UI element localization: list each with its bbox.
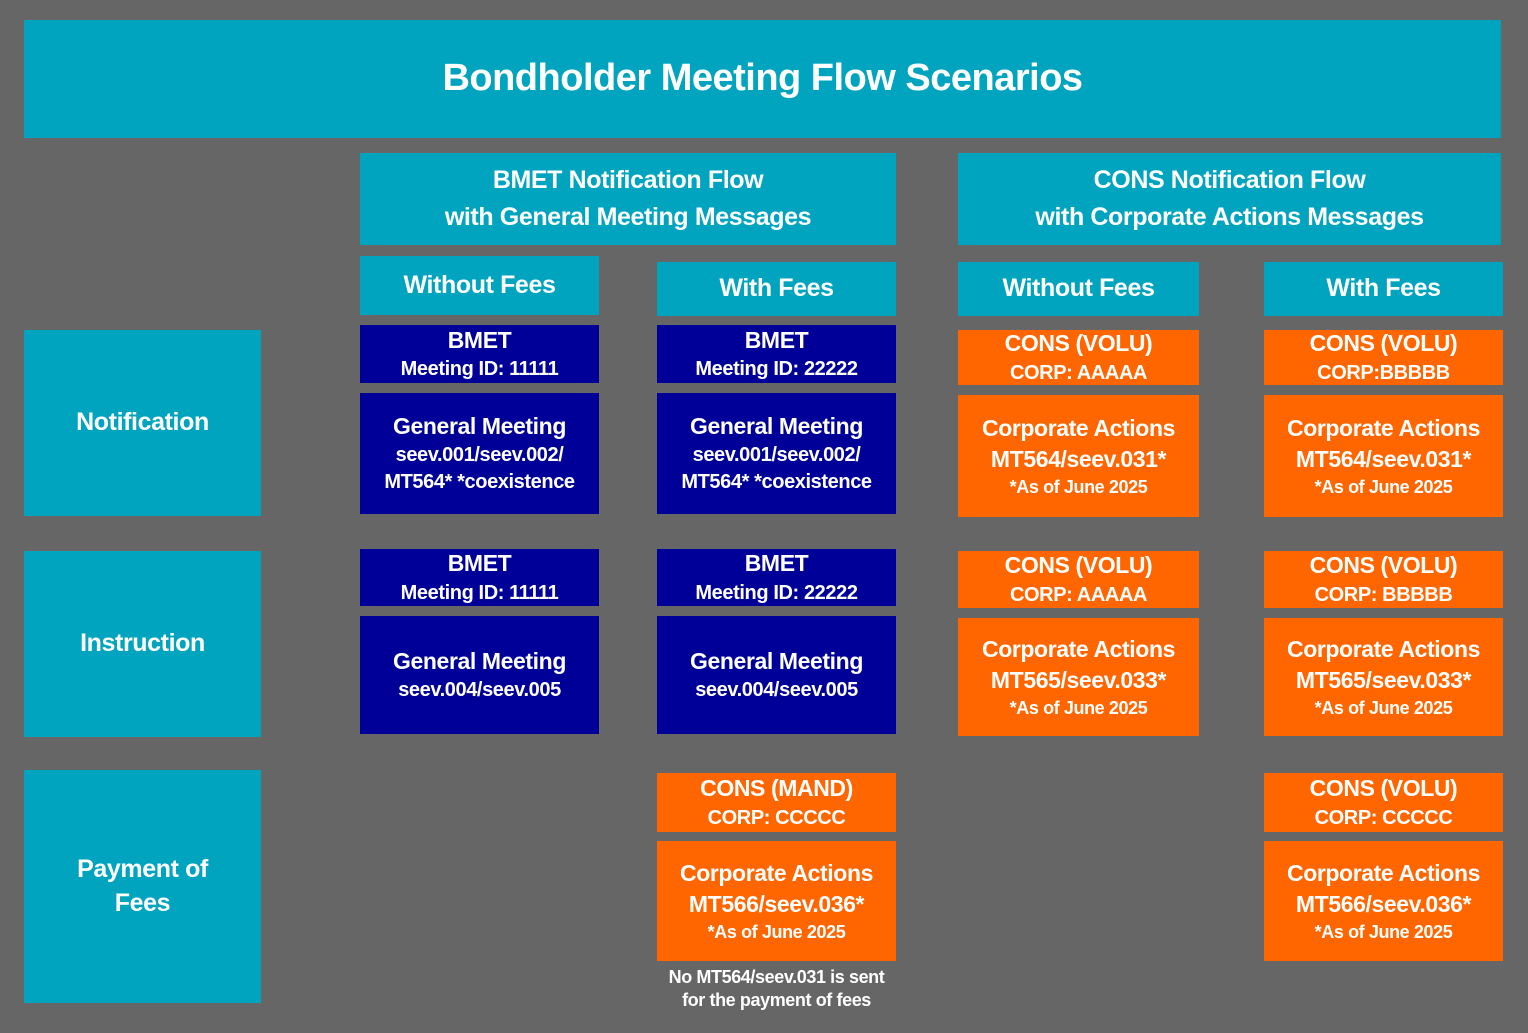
box-line: CONS (VOLU) bbox=[1309, 330, 1458, 357]
box-line: Corporate Actions bbox=[982, 414, 1175, 441]
column-header-label: Without Fees bbox=[1002, 274, 1155, 303]
box-notification-cons-without-fees-header: CONS (VOLU) CORP: AAAAA bbox=[958, 330, 1199, 385]
group-header-bmet-line2: with General Meeting Messages bbox=[444, 203, 812, 231]
group-header-cons-line1: CONS Notification Flow bbox=[1093, 165, 1366, 194]
box-payment-bmet-with-fees-detail: Corporate Actions MT566/seev.036* *As of… bbox=[657, 841, 896, 961]
box-line: General Meeting bbox=[393, 412, 566, 439]
box-line: Corporate Actions bbox=[1287, 414, 1480, 441]
box-line: seev.001/seev.002/ bbox=[395, 444, 564, 467]
box-payment-bmet-with-fees-header: CONS (MAND) CORP: CCCCC bbox=[657, 773, 896, 832]
box-line: CONS (VOLU) bbox=[1309, 552, 1458, 579]
box-line: seev.001/seev.002/ bbox=[692, 444, 861, 467]
box-line: Corporate Actions bbox=[1287, 635, 1480, 662]
box-line: BMET bbox=[744, 550, 809, 577]
payment-footnote: No MT564/seev.031 is sent for the paymen… bbox=[652, 966, 901, 1013]
box-line: BMET bbox=[447, 326, 512, 353]
column-header-label: Without Fees bbox=[403, 270, 556, 299]
column-header-label: With Fees bbox=[719, 274, 834, 303]
box-notification-bmet-without-fees-header: BMET Meeting ID: 11111 bbox=[360, 325, 599, 383]
box-line: CORP: BBBBB bbox=[1314, 583, 1453, 606]
box-line: CORP: CCCCC bbox=[1314, 806, 1453, 829]
box-notification-bmet-with-fees-detail: General Meeting seev.001/seev.002/ MT564… bbox=[657, 393, 896, 514]
column-header-cons-without-fees: Without Fees bbox=[958, 262, 1199, 316]
box-line: MT565/seev.033* bbox=[1295, 666, 1472, 693]
box-payment-cons-with-fees-detail: Corporate Actions MT566/seev.036* *As of… bbox=[1264, 841, 1503, 961]
box-line: CONS (VOLU) bbox=[1004, 330, 1153, 357]
box-line: General Meeting bbox=[393, 647, 566, 674]
page-title: Bondholder Meeting Flow Scenarios bbox=[442, 57, 1083, 100]
row-label-payment-of-fees: Payment of Fees bbox=[24, 770, 261, 1003]
row-label-notification: Notification bbox=[24, 330, 261, 516]
box-line: seev.004/seev.005 bbox=[398, 679, 561, 702]
box-instruction-bmet-with-fees-header: BMET Meeting ID: 22222 bbox=[657, 549, 896, 606]
box-notification-cons-without-fees-detail: Corporate Actions MT564/seev.031* *As of… bbox=[958, 395, 1199, 517]
box-line: Corporate Actions bbox=[680, 859, 873, 886]
box-line: General Meeting bbox=[690, 647, 863, 674]
box-line: CONS (VOLU) bbox=[1004, 552, 1153, 579]
box-line: MT564* *coexistence bbox=[681, 471, 872, 494]
box-instruction-bmet-without-fees-detail: General Meeting seev.004/seev.005 bbox=[360, 616, 599, 734]
box-instruction-bmet-without-fees-header: BMET Meeting ID: 11111 bbox=[360, 549, 599, 606]
box-line: Meeting ID: 11111 bbox=[400, 358, 559, 381]
box-line: CONS (VOLU) bbox=[1309, 775, 1458, 802]
box-line: BMET bbox=[447, 550, 512, 577]
box-line: Meeting ID: 11111 bbox=[400, 581, 559, 604]
box-line: CORP: AAAAA bbox=[1009, 361, 1148, 384]
row-label-text: Payment of Fees bbox=[77, 854, 208, 917]
column-header-bmet-with-fees: With Fees bbox=[657, 262, 896, 316]
box-instruction-cons-without-fees-detail: Corporate Actions MT565/seev.033* *As of… bbox=[958, 618, 1199, 736]
group-header-cons-line2: with Corporate Actions Messages bbox=[1035, 203, 1424, 231]
box-instruction-cons-with-fees-header: CONS (VOLU) CORP: BBBBB bbox=[1264, 551, 1503, 608]
box-line: MT564/seev.031* bbox=[990, 445, 1167, 472]
box-instruction-bmet-with-fees-detail: General Meeting seev.004/seev.005 bbox=[657, 616, 896, 734]
group-header-bmet-line1: BMET Notification Flow bbox=[492, 165, 764, 194]
box-line: MT565/seev.033* bbox=[990, 666, 1167, 693]
payment-footnote-line1: No MT564/seev.031 is sent bbox=[668, 967, 885, 987]
box-line: MT566/seev.036* bbox=[1295, 890, 1472, 917]
box-notification-cons-with-fees-header: CONS (VOLU) CORP:BBBBB bbox=[1264, 330, 1503, 385]
box-payment-cons-with-fees-header: CONS (VOLU) CORP: CCCCC bbox=[1264, 773, 1503, 832]
box-line: *As of June 2025 bbox=[1009, 476, 1148, 497]
box-line: CORP: CCCCC bbox=[707, 806, 846, 829]
box-line: CONS (MAND) bbox=[700, 775, 853, 802]
box-line: General Meeting bbox=[690, 412, 863, 439]
box-line: *As of June 2025 bbox=[1314, 476, 1453, 497]
box-line: MT564/seev.031* bbox=[1295, 445, 1472, 472]
page-title-bar: Bondholder Meeting Flow Scenarios bbox=[24, 20, 1501, 138]
row-label-instruction: Instruction bbox=[24, 551, 261, 737]
payment-footnote-line2: for the payment of fees bbox=[682, 990, 871, 1011]
group-header-cons: CONS Notification Flow with Corporate Ac… bbox=[958, 153, 1501, 245]
box-notification-cons-with-fees-detail: Corporate Actions MT564/seev.031* *As of… bbox=[1264, 395, 1503, 517]
column-header-bmet-without-fees: Without Fees bbox=[360, 256, 599, 315]
row-label-text: Notification bbox=[76, 408, 209, 437]
box-line: CORP: AAAAA bbox=[1009, 583, 1148, 606]
column-header-label: With Fees bbox=[1326, 274, 1441, 303]
box-line: *As of June 2025 bbox=[707, 921, 846, 942]
box-line: CORP:BBBBB bbox=[1317, 361, 1450, 384]
column-header-cons-with-fees: With Fees bbox=[1264, 262, 1503, 316]
box-line: *As of June 2025 bbox=[1009, 697, 1148, 718]
box-notification-bmet-without-fees-detail: General Meeting seev.001/seev.002/ MT564… bbox=[360, 393, 599, 514]
box-line: seev.004/seev.005 bbox=[695, 679, 858, 702]
box-instruction-cons-with-fees-detail: Corporate Actions MT565/seev.033* *As of… bbox=[1264, 618, 1503, 736]
box-line: *As of June 2025 bbox=[1314, 921, 1453, 942]
group-header-bmet: BMET Notification Flow with General Meet… bbox=[360, 153, 896, 245]
box-line: MT566/seev.036* bbox=[688, 890, 865, 917]
box-instruction-cons-without-fees-header: CONS (VOLU) CORP: AAAAA bbox=[958, 551, 1199, 608]
box-line: Corporate Actions bbox=[1287, 859, 1480, 886]
box-line: Meeting ID: 22222 bbox=[695, 581, 858, 604]
box-line: *As of June 2025 bbox=[1314, 697, 1453, 718]
box-line: BMET bbox=[744, 326, 809, 353]
row-label-text: Instruction bbox=[80, 629, 205, 658]
box-notification-bmet-with-fees-header: BMET Meeting ID: 22222 bbox=[657, 325, 896, 383]
box-line: Corporate Actions bbox=[982, 635, 1175, 662]
box-line: Meeting ID: 22222 bbox=[695, 358, 858, 381]
box-line: MT564* *coexistence bbox=[384, 471, 575, 494]
